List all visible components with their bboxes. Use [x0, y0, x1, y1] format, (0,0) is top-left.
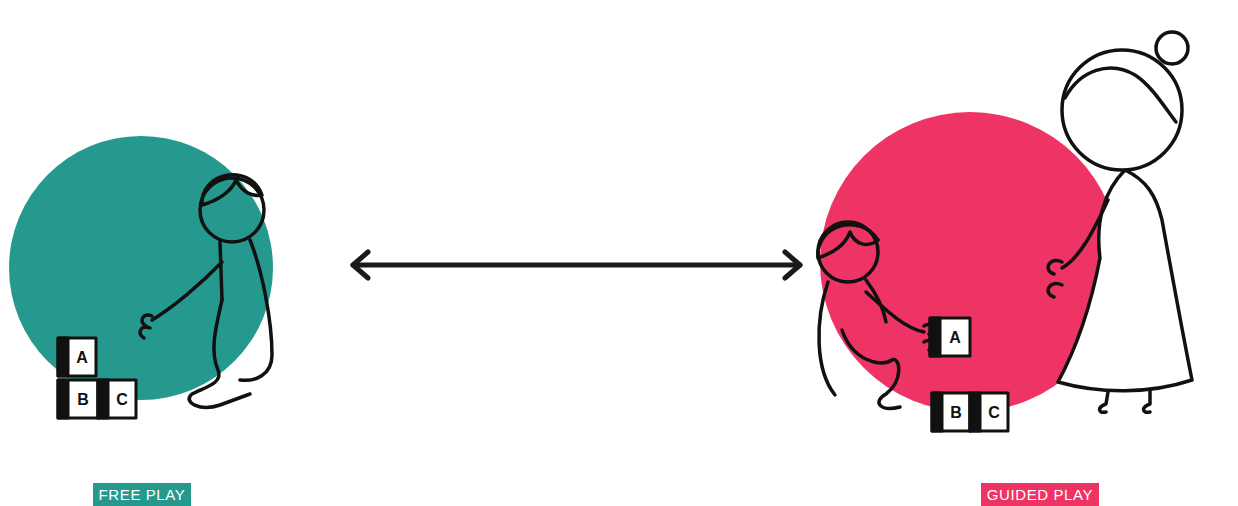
arrow-head: [785, 252, 800, 278]
block-side: [970, 393, 980, 431]
circle-fill: [820, 112, 1120, 412]
child-front: [220, 242, 222, 300]
block-letter: A: [76, 350, 88, 366]
block: [970, 393, 1008, 431]
arrow-head: [353, 252, 368, 278]
block-letter: A: [949, 330, 961, 346]
play-label: FREE PLAY: [93, 483, 192, 506]
block-letter: C: [116, 392, 128, 408]
block-letter: C: [988, 405, 1000, 421]
block: [58, 338, 96, 376]
block-letter: B: [77, 392, 89, 408]
block-letter: B: [950, 405, 962, 421]
arrow-shaft: [353, 263, 800, 268]
block-side: [932, 393, 942, 431]
block: [930, 318, 970, 356]
play-label: GUIDED PLAY: [981, 483, 1099, 506]
adult-head: [1062, 50, 1182, 170]
double-arrow: [353, 252, 800, 278]
block: [932, 393, 970, 431]
adult-bun: [1156, 32, 1188, 64]
block-side: [98, 380, 108, 418]
circle-fill: [9, 136, 273, 400]
block: [98, 380, 136, 418]
adult-hair: [1065, 68, 1176, 122]
block-side: [930, 318, 940, 356]
block-side: [58, 380, 68, 418]
block: [58, 380, 98, 418]
block-side: [58, 338, 68, 376]
